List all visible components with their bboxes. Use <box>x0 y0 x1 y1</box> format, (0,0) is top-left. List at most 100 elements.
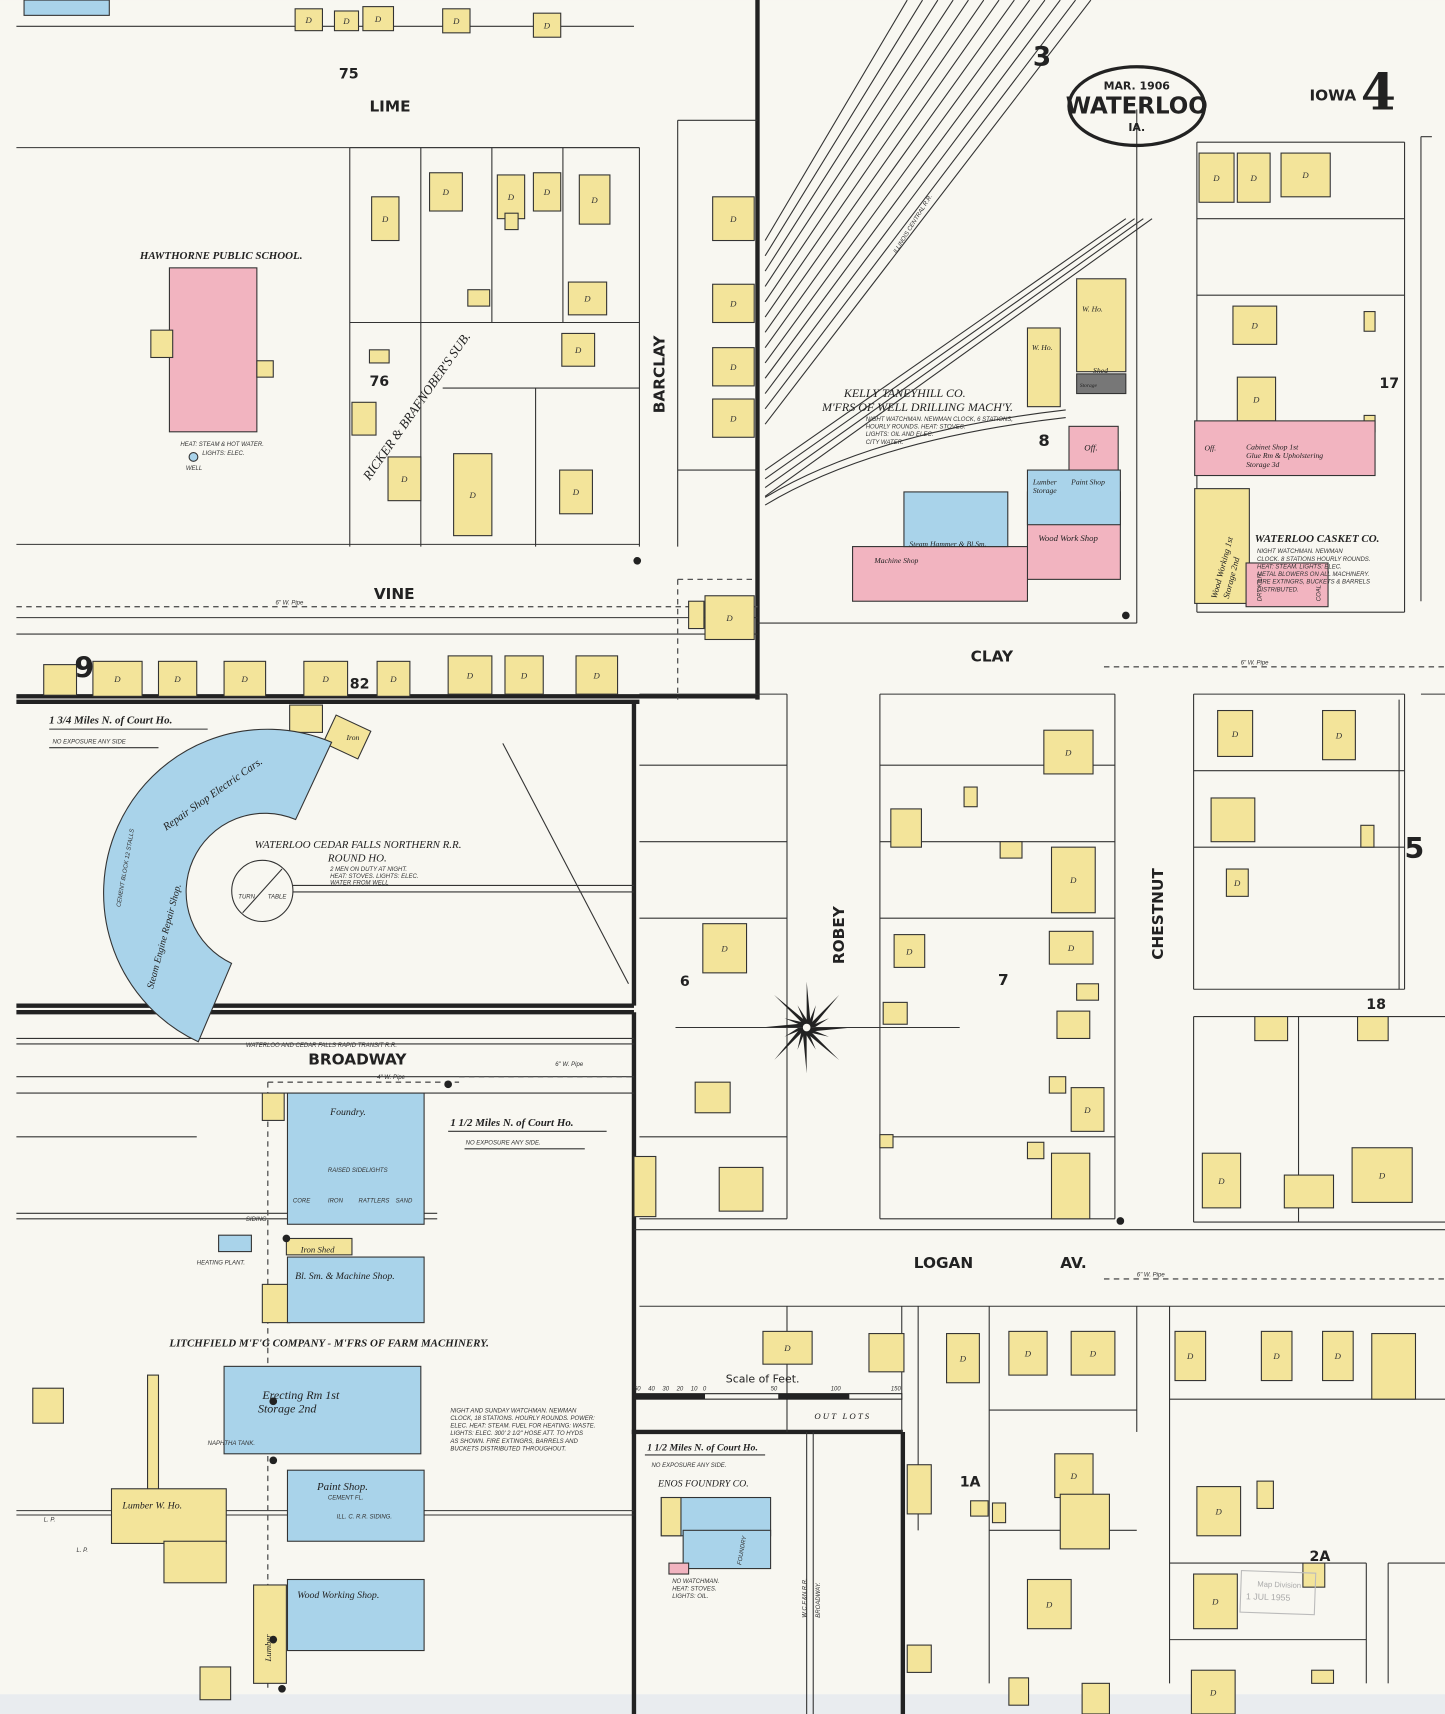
building <box>1194 420 1376 477</box>
dwelling-mark: D <box>1231 729 1239 739</box>
building <box>1076 983 1100 1001</box>
hydrant-icon <box>633 556 642 565</box>
scale-tick: 50 <box>771 1386 778 1392</box>
building <box>429 172 463 212</box>
bldg-label: Lumber <box>1032 477 1057 486</box>
building <box>893 934 926 968</box>
company-note: DISTRIBUTED. <box>1257 587 1299 593</box>
roundhouse-note: WATER FROM WELL <box>330 880 388 886</box>
building <box>668 1562 690 1575</box>
building <box>702 923 748 974</box>
building <box>1056 1010 1091 1039</box>
building <box>1026 327 1061 408</box>
scale-tick: 40 <box>648 1386 655 1392</box>
building <box>447 655 493 695</box>
building <box>712 283 755 324</box>
dwelling-mark: D <box>1251 321 1259 331</box>
street-robey: ROBEY <box>830 905 848 964</box>
hydrant-icon <box>269 1397 278 1406</box>
dwelling-mark: D <box>173 674 181 684</box>
building <box>868 1333 905 1373</box>
dwelling-mark: D <box>783 1343 791 1353</box>
dwelling-mark: D <box>374 14 382 24</box>
distance-note: 1 3/4 Miles N. of Court Ho. <box>49 715 172 727</box>
dwelling-mark: D <box>507 192 515 202</box>
building <box>970 1500 989 1517</box>
bldg-label: HEATING PLANT. <box>197 1261 246 1267</box>
building <box>963 786 978 808</box>
building <box>496 174 526 220</box>
building <box>1322 1330 1354 1382</box>
building <box>1198 152 1235 203</box>
dwelling-mark: D <box>442 187 450 197</box>
building <box>1280 152 1331 198</box>
dwelling-mark: D <box>590 195 598 205</box>
compass-point <box>774 995 810 1028</box>
school-note: LIGHTS: ELEC. <box>202 451 244 457</box>
building <box>1026 469 1121 526</box>
bldg-label: Iron Shed <box>300 1245 336 1255</box>
dwelling-mark: D <box>1070 1471 1078 1481</box>
dwelling-mark: D <box>466 670 474 680</box>
rail-spur <box>764 417 1066 506</box>
building <box>362 6 395 32</box>
rail-line <box>764 0 939 272</box>
company-note: LIGHTS: ELEC. 300' 2 1/2" HOSE ATT. TO H… <box>450 1431 583 1437</box>
roundhouse: TURN TABLE Repair Shop Electric Cars. St… <box>103 728 333 1043</box>
building <box>906 1644 932 1673</box>
building <box>1026 1578 1072 1630</box>
dwelling-mark: D <box>725 613 733 623</box>
company-name: LITCHFIELD M'F'G COMPANY - M'FRS OF FARM… <box>168 1338 488 1350</box>
company-note: BUCKETS DISTRIBUTED THROUGHOUT. <box>450 1447 566 1453</box>
building <box>852 546 1029 602</box>
block-number: 3 <box>1033 43 1051 73</box>
building <box>999 841 1023 859</box>
well-icon <box>188 452 199 462</box>
bldg-label: Off. <box>1205 443 1217 452</box>
scale-tick: 30 <box>662 1386 669 1392</box>
bldg-label: Paint Shop. <box>316 1481 368 1493</box>
dwelling-mark: D <box>468 490 476 500</box>
building <box>256 360 274 378</box>
bldg-label: DRY KILN <box>1257 573 1263 601</box>
building <box>1194 488 1250 604</box>
building <box>294 8 323 32</box>
dwelling-mark: D <box>452 16 460 26</box>
building <box>286 1256 425 1324</box>
rail-line <box>764 0 908 241</box>
block-lines <box>16 0 1445 1714</box>
building <box>1254 1016 1289 1042</box>
exposure-note: NO EXPOSURE ANY SIDE. <box>466 1140 541 1146</box>
dwelling-mark: D <box>321 674 329 684</box>
building <box>991 1502 1007 1524</box>
bldg-label: COAL <box>1316 585 1322 601</box>
state-abbrev: IA. <box>1128 121 1145 134</box>
company-name: KELLY TANEYHILL CO. <box>843 386 966 400</box>
bldg-label: RAISED SIDELIGHTS <box>328 1168 388 1174</box>
street-lime: LIME <box>369 98 410 116</box>
compass-point <box>806 1027 853 1032</box>
building <box>890 808 922 848</box>
street-clay: CLAY <box>971 647 1014 665</box>
hydrant-icon <box>269 1456 278 1465</box>
dwelling-mark: D <box>1209 1687 1217 1697</box>
dwelling-mark: D <box>729 214 737 224</box>
company-note: NIGHT WATCHMAN. NEWMAN CLOCK, 6 STATIONS… <box>866 417 1013 423</box>
exposure-note: NO EXPOSURE ANY SIDE. <box>651 1463 726 1469</box>
building <box>1076 278 1127 373</box>
dwelling-mark: D <box>1045 1599 1053 1609</box>
company-note: CLOCK. 8 STATIONS HOURLY ROUNDS. <box>1257 557 1370 563</box>
dwelling-mark: D <box>1272 1351 1280 1361</box>
rail-line <box>764 0 985 318</box>
kelly-taneyhill-co: KELLY TANEYHILL CO. M'FRS OF WELL DRILLI… <box>821 305 1108 565</box>
company-note: AS SHOWN. FIRE EXTINGRS, BARRELS AND <box>449 1439 578 1445</box>
dwelling-mark: D <box>1064 747 1072 757</box>
dwelling-mark: D <box>905 946 913 956</box>
building <box>218 1234 252 1253</box>
compass-rose-icon <box>675 981 960 1074</box>
building <box>561 332 596 367</box>
dwelling-mark: D <box>1089 1349 1097 1359</box>
broadway-pipe: 6" W. Pipe <box>555 1062 584 1068</box>
